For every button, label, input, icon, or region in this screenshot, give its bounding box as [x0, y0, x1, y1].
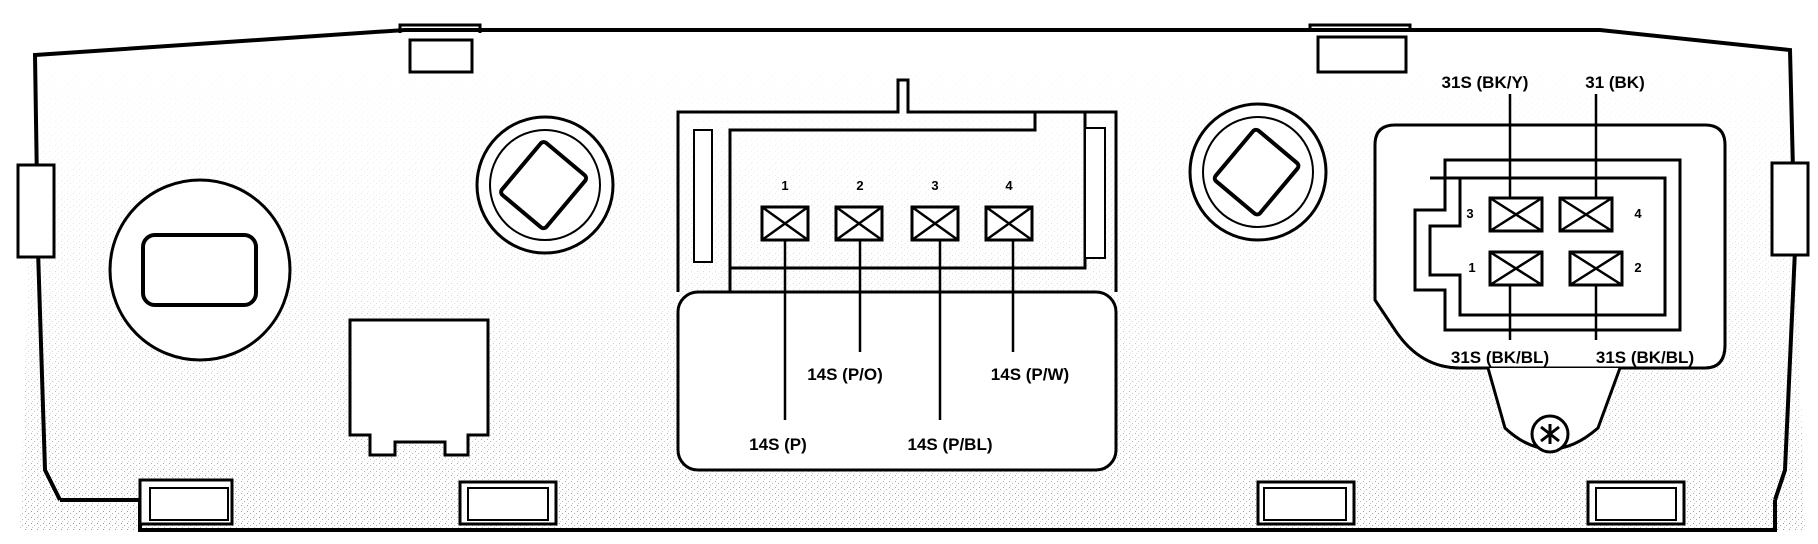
left-pin-4-terminal	[984, 205, 1034, 242]
left-pins-group	[760, 205, 1034, 420]
right-connector-body	[1373, 123, 1727, 454]
right-pin-2-terminal	[1568, 250, 1624, 287]
wire-label-14s-p-w: 14S (P/W)	[991, 365, 1069, 384]
wire-label-14s-p: 14S (P)	[749, 435, 807, 454]
square-socket	[348, 318, 490, 457]
left-pin-3-terminal	[910, 205, 960, 242]
left-pin-1-terminal	[760, 205, 810, 242]
right-pin-number-2: 2	[1634, 260, 1641, 275]
right-pin-3-terminal	[1488, 196, 1544, 233]
right-pin-1-terminal	[1488, 250, 1544, 287]
wire-label-31s-bk-y: 31S (BK/Y)	[1442, 73, 1529, 92]
side-tab-left	[16, 163, 56, 259]
right-pins-group	[1488, 94, 1624, 340]
screw-boss-right	[1188, 102, 1328, 242]
right-pin-number-3: 3	[1466, 206, 1473, 221]
screw-boss-left	[475, 115, 615, 255]
left-pin-number-4: 4	[1005, 178, 1013, 193]
right-pin-4-terminal	[1558, 196, 1614, 233]
left-pin-number-1: 1	[781, 178, 788, 193]
wire-label-14s-p-bl: 14S (P/BL)	[907, 435, 992, 454]
right-pin-number-1: 1	[1468, 260, 1475, 275]
left-pin-number-3: 3	[931, 178, 938, 193]
wire-label-31-bk: 31 (BK)	[1585, 73, 1645, 92]
right-pin-number-4: 4	[1634, 206, 1642, 221]
wire-label-31s-bk-bl-pin1: 31S (BK/BL)	[1451, 348, 1549, 367]
top-tab-right	[1308, 23, 1412, 74]
bottom-tabs	[138, 478, 1686, 526]
left-connector-body	[676, 78, 1118, 472]
wire-label-14s-p-o: 14S (P/O)	[807, 365, 883, 384]
left-round-boss	[108, 178, 292, 362]
top-tab-left	[398, 23, 482, 74]
left-pin-2-terminal	[834, 205, 884, 242]
left-pin-number-2: 2	[856, 178, 863, 193]
side-tab-right	[1770, 161, 1810, 257]
wire-label-31s-bk-bl-pin2: 31S (BK/BL)	[1596, 348, 1694, 367]
